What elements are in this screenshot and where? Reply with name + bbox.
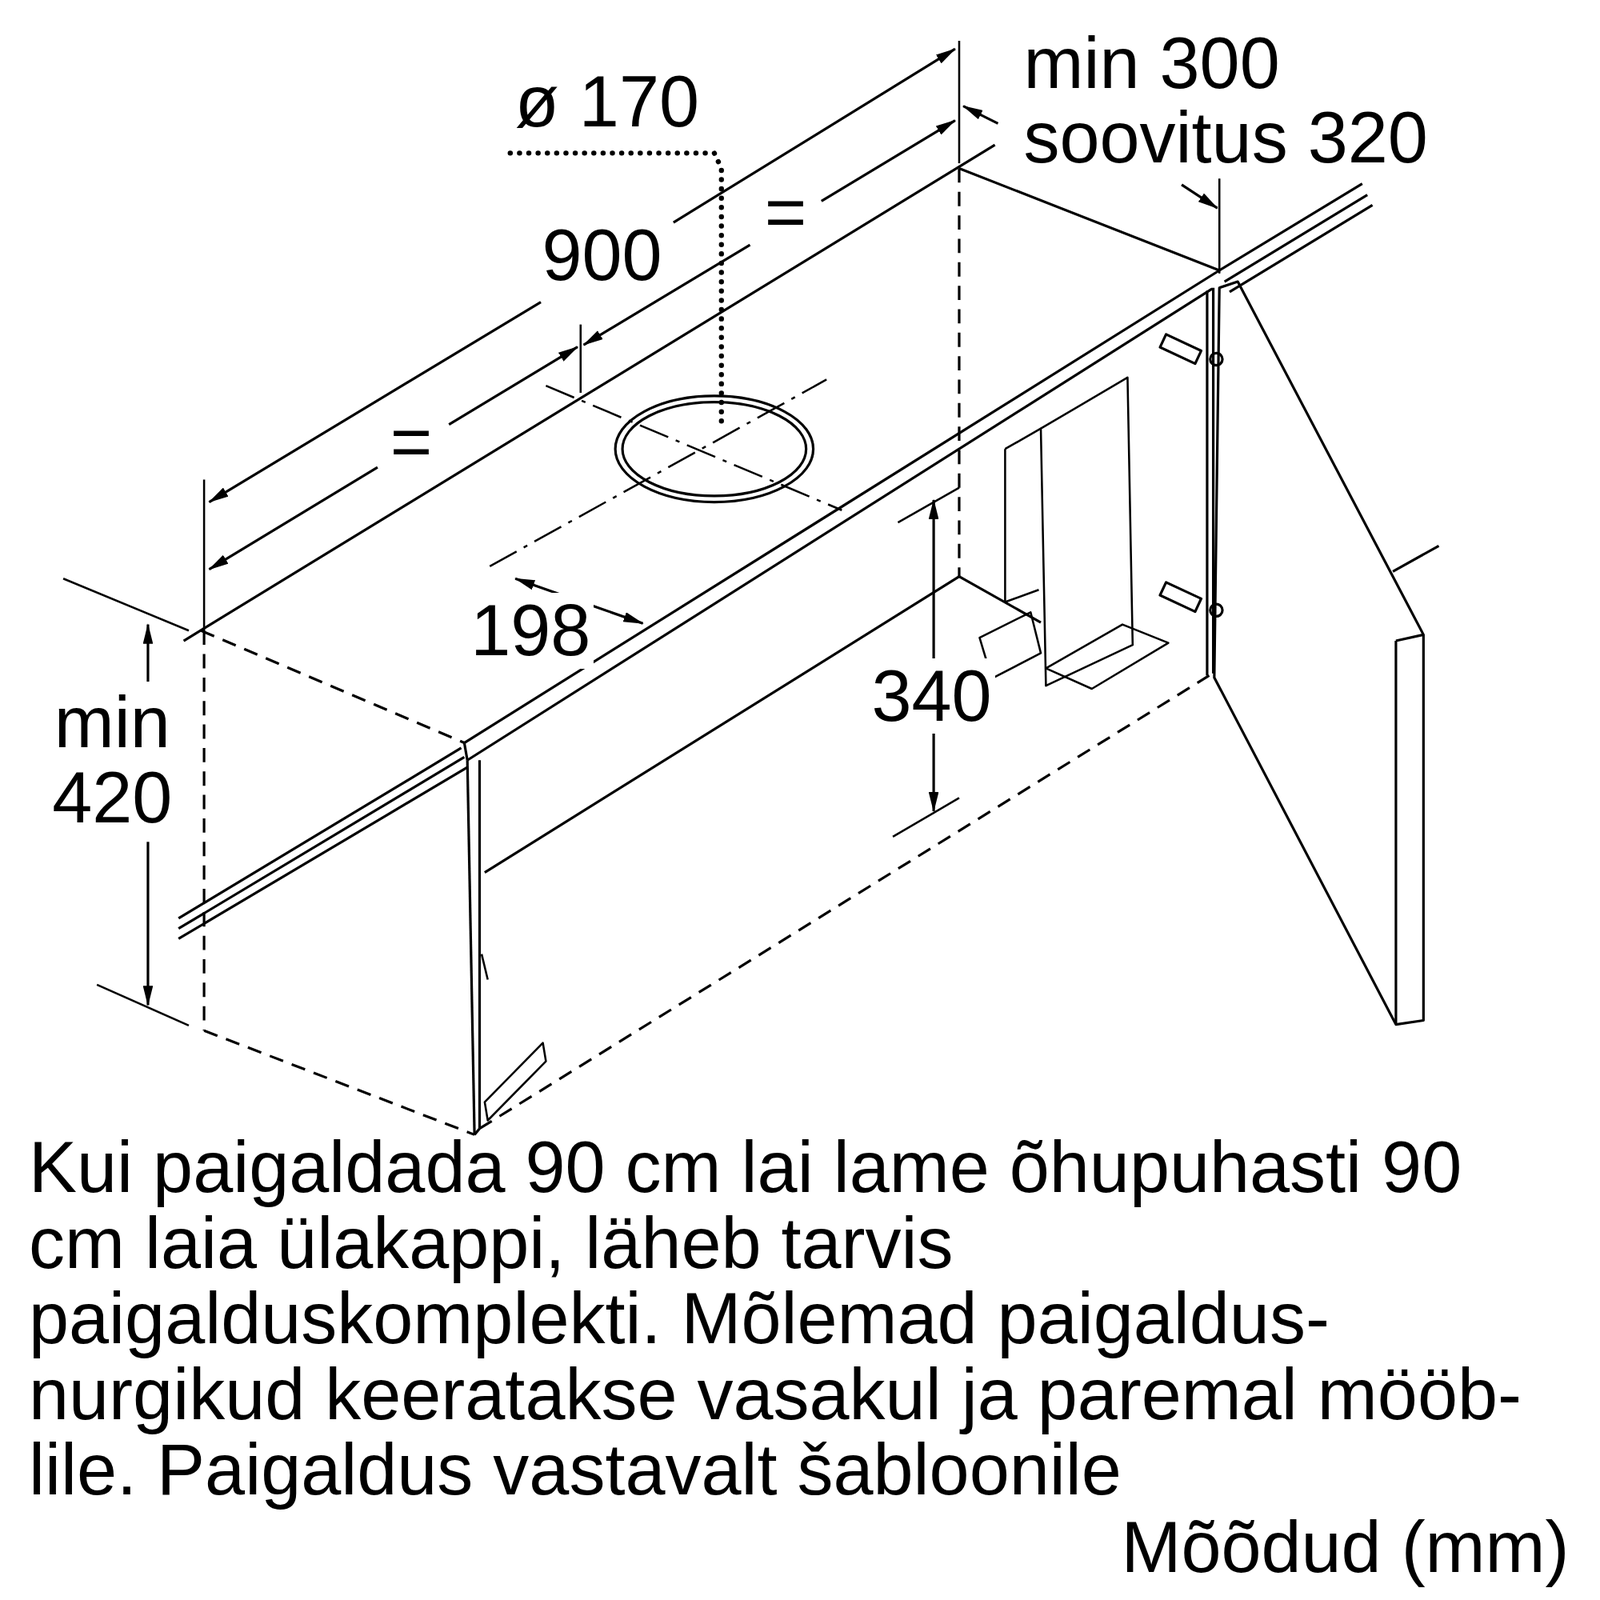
dimension-label: soovitus 320 — [1020, 100, 1432, 176]
dimension-label: min 300 — [1020, 25, 1284, 102]
caption-note: Kui paigaldada 90 cm lai lame õhupuhasti… — [28, 1129, 1573, 1508]
equal-mark: = — [387, 404, 436, 480]
dimension-label: 900 — [538, 217, 665, 294]
dimension-label: 198 — [467, 592, 594, 669]
units-note: Mõõdud (mm) — [1117, 1509, 1572, 1586]
dimension-label: min 420 — [36, 684, 188, 836]
equal-mark: = — [761, 174, 811, 251]
dimension-label: 340 — [868, 658, 995, 735]
dimension-label: ø 170 — [512, 64, 703, 140]
